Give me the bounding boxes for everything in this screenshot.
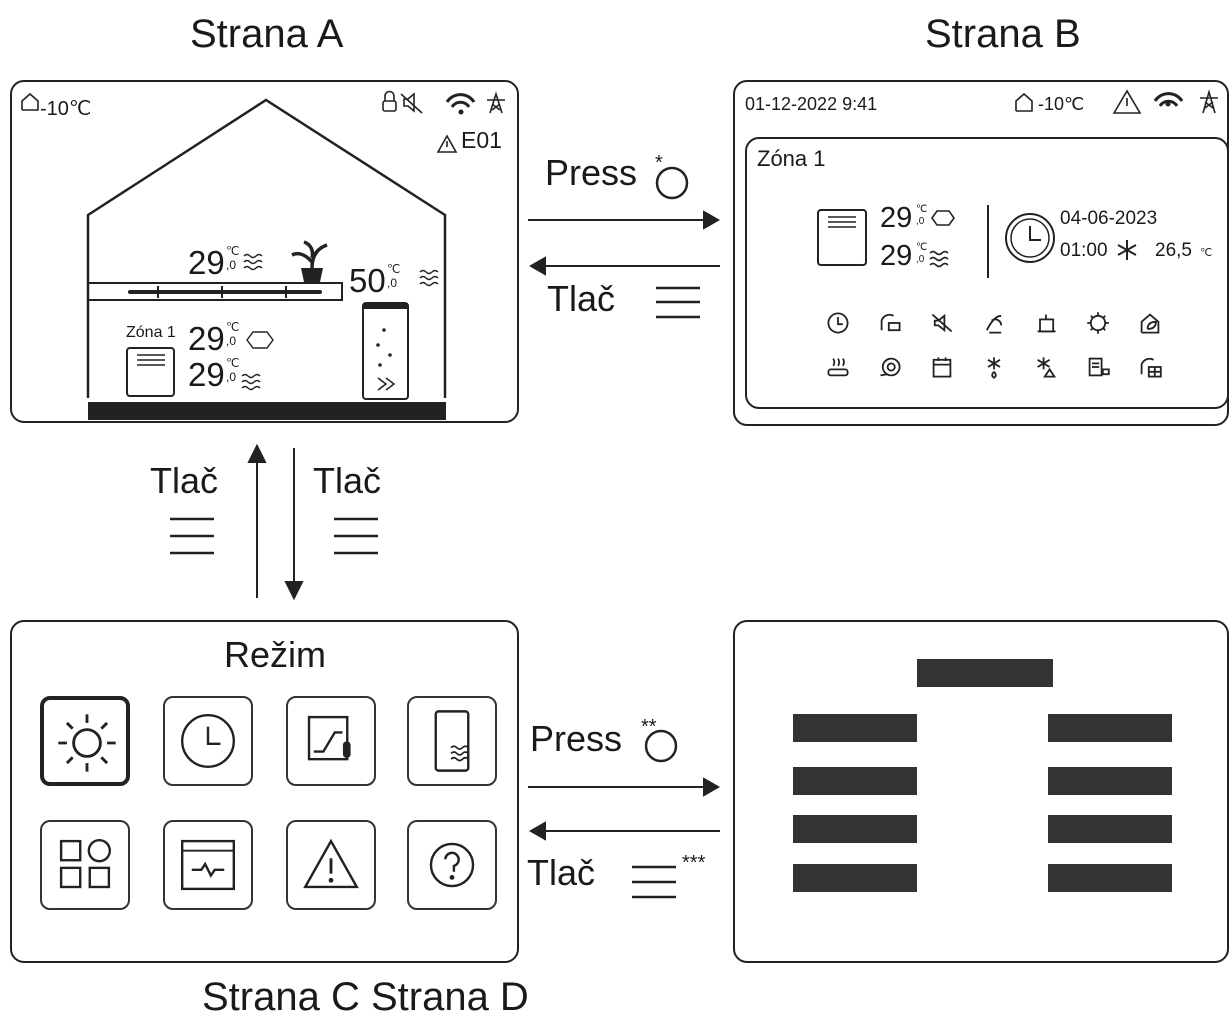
energy-meter-icon: [1088, 357, 1110, 377]
defrost-icon: [987, 357, 1001, 379]
screen-a-room-temp: 29: [188, 244, 225, 281]
screen-a-zone-temp1: 29: [188, 320, 225, 357]
floor-heat-icon: [827, 358, 849, 377]
screen-b-dec1: ,0: [916, 216, 925, 227]
monitor-icon: [181, 839, 235, 891]
screen-d-placeholder-left-3: [793, 815, 917, 843]
compressor-icon: [1037, 314, 1056, 333]
mode-tile-apps[interactable]: [40, 820, 130, 910]
screen-a-zone-dec2: ,0: [226, 370, 237, 384]
warning-icon: [303, 838, 359, 889]
frost-warning-icon: [1037, 357, 1057, 378]
screen-a-outdoor-temp: -10℃: [40, 98, 92, 120]
tlac-mark-2: ***: [682, 852, 706, 874]
tlac-label-2: Tlač: [527, 852, 596, 893]
screen-a-room-dec: ,0: [226, 258, 237, 272]
mode-tile-monitor[interactable]: [163, 820, 253, 910]
tlac-down-label: Tlač: [313, 460, 382, 501]
dehumidify-icon: [985, 314, 1003, 334]
tank-wave-icon: [434, 710, 470, 772]
pump-icon: [880, 357, 901, 377]
screen-c-title: Režim: [224, 634, 327, 675]
screen-a-room-unit: ℃: [226, 244, 240, 258]
screen-a-zone-temp2: 29: [188, 356, 225, 393]
solar-icon: [1140, 357, 1162, 378]
screen-a-error-code: E01: [461, 127, 502, 153]
screen-b-zone-label: Zóna 1: [757, 146, 826, 171]
clock-icon: [827, 312, 849, 334]
screen-b-schedule-unit: ℃: [1200, 247, 1213, 259]
mode-tile-curve-thermo[interactable]: [286, 696, 376, 786]
screen-b-temp2: 29: [880, 240, 913, 272]
mode-tile-tank-wave[interactable]: [407, 696, 497, 786]
press-mark-2: **: [641, 716, 657, 738]
screen-a-zone-unit2: ℃: [226, 356, 240, 370]
screen-c: [10, 620, 519, 963]
clock-icon: [181, 714, 235, 768]
screen-b-unit2: ℃: [916, 242, 928, 253]
heater-plug-icon: [880, 313, 901, 332]
screen-a: [10, 80, 519, 423]
calendar-icon: [932, 357, 952, 378]
screen-d-placeholder-left-1: [793, 714, 917, 742]
help-icon: [429, 842, 475, 888]
title-strana-b: Strana B: [925, 12, 1081, 56]
screen-b-schedule-temp: 26,5: [1155, 240, 1192, 261]
tlac-up-label: Tlač: [150, 460, 219, 501]
curve-thermo-icon: [307, 715, 351, 761]
screen-d-placeholder-left-4: [793, 864, 917, 892]
mode-tile-sun[interactable]: [40, 696, 130, 786]
mode-tile-clock[interactable]: [163, 696, 253, 786]
title-strana-cd: Strana C Strana D: [202, 975, 529, 1019]
mute-icon: [931, 313, 953, 333]
press-label-2: Press: [530, 718, 623, 759]
screen-d-placeholder-left-2: [793, 767, 917, 795]
press-label-1: Press: [545, 152, 638, 193]
sun-icon: [58, 714, 116, 772]
screen-a-zone-unit1: ℃: [226, 320, 240, 334]
screen-a-zone-label: Zóna 1: [126, 324, 176, 341]
title-strana-a: Strana A: [190, 12, 344, 56]
mode-tile-warning[interactable]: [286, 820, 376, 910]
screen-b-schedule-time: 01:00: [1060, 240, 1108, 261]
press-mark-1: *: [655, 152, 663, 174]
screen-b-outdoor-temp: -10℃: [1038, 94, 1085, 114]
sanitize-icon: [1087, 312, 1109, 334]
screen-a-tank-dec: ,0: [387, 276, 398, 290]
screen-a-zone-dec1: ,0: [226, 334, 237, 348]
screen-d-placeholder-right-2: [1048, 767, 1172, 795]
screen-d-placeholder-right-4: [1048, 864, 1172, 892]
screen-d-placeholder-right-3: [1048, 815, 1172, 843]
eco-house-icon: [1140, 313, 1160, 334]
screen-d-placeholder-right-1: [1048, 714, 1172, 742]
mode-tile-help[interactable]: [407, 820, 497, 910]
screen-d-placeholder-title: [917, 659, 1053, 687]
screen-a-tank-temp: 50: [349, 262, 386, 299]
screen-b-dec2: ,0: [916, 254, 925, 265]
apps-icon: [59, 838, 112, 889]
screen-b-temp1: 29: [880, 202, 913, 234]
screen-a-tank-unit: ℃: [387, 262, 401, 276]
tlac-label-1: Tlač: [547, 278, 616, 319]
screen-b-datetime: 01-12-2022 9:41: [745, 94, 878, 114]
screen-b-schedule-date: 04-06-2023: [1060, 208, 1158, 229]
screen-b-unit1: ℃: [916, 204, 928, 215]
